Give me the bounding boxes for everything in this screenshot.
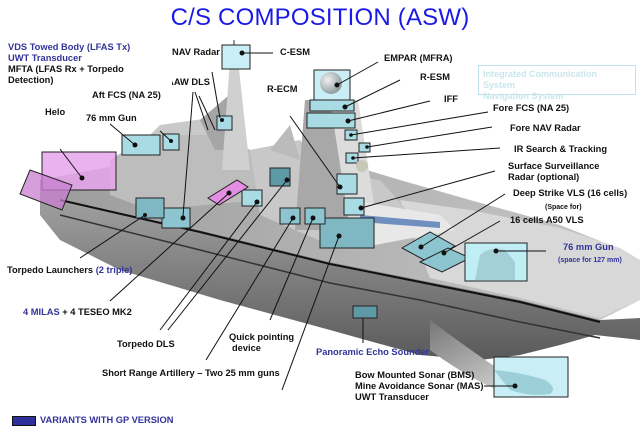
label-ssr-line1: Surface Surveillance: [508, 161, 600, 171]
qpd-box: [279, 207, 301, 225]
label-torpedo-dls: Torpedo DLS: [117, 339, 175, 349]
label-sra: Short Range Artillery – Two 25 mm guns: [102, 368, 280, 378]
label-aft-fcs: Aft FCS (NA 25): [92, 90, 161, 100]
fore-nav-box: [358, 142, 371, 153]
label-helo: Helo: [45, 107, 66, 117]
label-empar: EMPAR (MFRA): [384, 53, 453, 63]
sra-box: [319, 217, 375, 249]
label-milas: 4 MILAS: [23, 307, 60, 317]
ics-line2: Navigation System: [483, 91, 564, 101]
label-torpedo-launchers: Torpedo Launchers (2 triple): [7, 265, 132, 276]
torpedo-dls-box: [269, 167, 291, 187]
r-ecm-box: [336, 173, 358, 195]
deep-strike-box: [400, 231, 457, 263]
label-deep-strike: Deep Strike VLS (16 cells): [513, 188, 628, 198]
label-a50-vls: 16 cells A50 VLS: [510, 215, 584, 225]
label-milas-teseo: 4 MILAS + 4 TESEO MK2: [23, 307, 132, 318]
ssr-box: [343, 197, 365, 216]
label-bms-line2: Mine Avoidance Sonar (MAS): [355, 381, 484, 391]
label-r-esm: R-ESM: [420, 72, 450, 82]
equipment-boxes: [121, 44, 569, 398]
label-torpedo-launchers-text: Torpedo Launchers: [7, 265, 94, 275]
label-ssr-line2: Radar (optional): [508, 172, 580, 182]
aaw-dls-box: [216, 115, 233, 131]
ics-box: Integrated Communication System Navigati…: [478, 65, 636, 101]
echo-sounder-box: [352, 305, 378, 319]
legend-swatch: [12, 416, 36, 426]
page-title: C/S COMPOSITION (ASW): [170, 4, 470, 31]
vds-box: [19, 169, 73, 211]
label-teseo: + 4 TESEO MK2: [62, 307, 132, 317]
label-qpd-line2: device: [232, 343, 261, 353]
label-iff: IFF: [444, 94, 458, 104]
label-r-ecm: R-ECM: [267, 84, 298, 94]
aaw-dls-box-3: [161, 207, 191, 229]
label-irst: IR Search & Tracking: [514, 144, 608, 154]
label-aaw-dls: AAW DLS: [172, 77, 210, 87]
label-qpd-line1: Quick pointing: [229, 332, 295, 342]
label-ssr: Surface Surveillance Radar (optional): [508, 161, 599, 183]
label-deep-strike-note: (Space for): [545, 204, 582, 211]
label-gun-fore-note: (space for 127 mm): [558, 257, 622, 264]
label-fore-nav: Fore NAV Radar: [510, 123, 581, 133]
label-c-esm: C-ESM: [280, 47, 310, 57]
label-echo-sounder: Panoramic Echo Sounder: [316, 347, 430, 357]
torpedo-launcher-box: [135, 197, 165, 219]
label-mfta-line1: MFTA (LFAS Rx + Torpedo: [8, 64, 124, 74]
label-bms: Bow Mounted Sonar (BMS) Mine Avoidance S…: [355, 370, 483, 403]
label-vds-line2: UWT Transducer: [8, 53, 82, 63]
nav-radar-box: [221, 44, 251, 70]
iff-box: [306, 112, 356, 129]
label-gun-aft: 76 mm Gun: [86, 113, 137, 123]
legend-label: VARIANTS WITH GP VERSION: [40, 415, 174, 425]
label-fore-fcs: Fore FCS (NA 25): [493, 103, 570, 113]
r-esm-box: [309, 99, 355, 112]
aaw-dls-box-2: [241, 189, 263, 207]
label-vds: VDS Towed Body (LFAS Tx) UWT Transducer: [8, 42, 130, 64]
label-bms-line1: Bow Mounted Sonar (BMS): [355, 370, 475, 380]
qpd-box-2: [304, 207, 326, 225]
label-nav-radar: NAV Radar: [172, 47, 220, 57]
gp-variant-boxes: [19, 151, 249, 211]
gun-aft-box: [121, 134, 161, 156]
label-gun-fore: 76 mm Gun: [563, 242, 614, 252]
label-qpd: Quick pointing device: [229, 332, 294, 354]
label-vds-line1: VDS Towed Body (LFAS Tx): [8, 42, 131, 52]
label-torpedo-launchers-note: (2 triple): [95, 265, 133, 275]
label-mfta: MFTA (LFAS Rx + Torpedo Detection): [8, 64, 124, 86]
label-mfta-line2: Detection): [8, 75, 54, 85]
leader-lines: [59, 52, 546, 391]
label-bms-line3: UWT Transducer: [355, 392, 429, 402]
ics-line1: Integrated Communication System: [483, 69, 598, 90]
